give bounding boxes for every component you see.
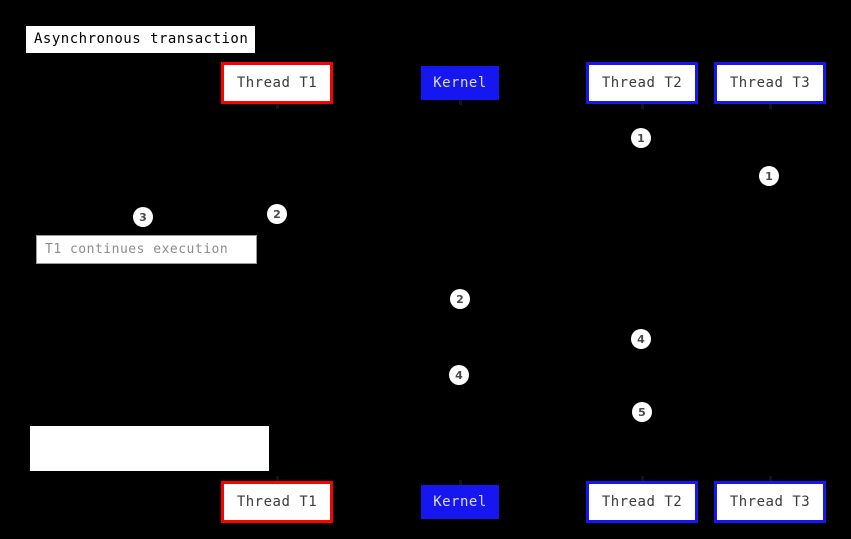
step-kernel-4: 4 (449, 365, 469, 385)
lifeline-t2-bottom[interactable]: Thread T2 (586, 481, 698, 523)
lifeline-connector-nub (641, 104, 644, 109)
lifeline-label: Thread T3 (729, 75, 811, 91)
step-t3-1: 1 (759, 166, 779, 186)
lifeline-t3-top[interactable]: Thread T3 (714, 62, 826, 104)
lifeline-label: Thread T2 (601, 75, 683, 91)
lifeline-t3-bottom[interactable]: Thread T3 (714, 481, 826, 523)
diagram-title: Asynchronous transaction (26, 26, 255, 53)
note-t1-continues: T1 continues execution (36, 235, 257, 264)
step-t2-5: 5 (632, 402, 652, 422)
lifeline-t2-top[interactable]: Thread T2 (586, 62, 698, 104)
lifeline-label: Kernel (433, 494, 487, 510)
lifeline-connector-nub (459, 480, 462, 485)
lifeline-connector-nub (769, 476, 772, 481)
step-t1-2: 2 (267, 204, 287, 224)
lifeline-label: Thread T2 (601, 494, 683, 510)
blank-note (30, 426, 269, 471)
lifeline-label: Thread T1 (236, 75, 318, 91)
lifeline-connector-nub (641, 476, 644, 481)
step-t1-3: 3 (133, 207, 153, 227)
lifeline-connector-nub (459, 100, 462, 105)
lifeline-t1-bottom[interactable]: Thread T1 (221, 481, 333, 523)
lifeline-connector-nub (276, 104, 279, 109)
step-kernel-2: 2 (450, 289, 470, 309)
step-t2-1: 1 (631, 128, 651, 148)
lifeline-label: Thread T1 (236, 494, 318, 510)
lifeline-connector-nub (276, 476, 279, 481)
lifeline-label: Thread T3 (729, 494, 811, 510)
lifeline-kernel-top[interactable]: Kernel (421, 66, 499, 100)
lifeline-connector-nub (769, 104, 772, 109)
step-t2-4: 4 (631, 329, 651, 349)
lifeline-kernel-bottom[interactable]: Kernel (421, 485, 499, 519)
lifeline-t1-top[interactable]: Thread T1 (221, 62, 333, 104)
lifeline-label: Kernel (433, 75, 487, 91)
